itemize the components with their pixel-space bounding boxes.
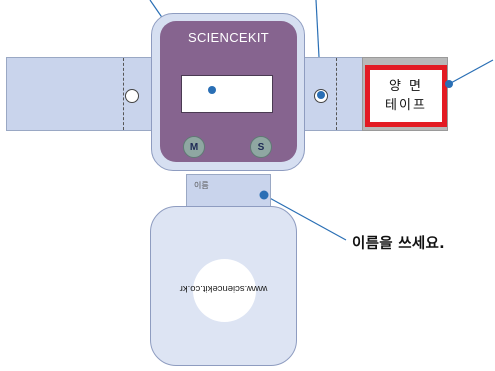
write-name-caption: 이름을 쓰세요. — [352, 236, 445, 252]
fold-line-right — [336, 58, 337, 130]
screen-pointer-dot — [208, 86, 216, 94]
name-tab — [186, 174, 271, 210]
name-tab-label: 이름 — [194, 181, 209, 190]
white-disc — [193, 259, 256, 322]
tape-line-1: 양 면 — [388, 79, 424, 94]
name-pointer-line — [265, 195, 347, 241]
tape-pointer-line — [448, 59, 494, 85]
name-pointer-dot — [259, 190, 269, 200]
tape-pointer-dot — [445, 80, 453, 88]
hole-pointer-dot — [317, 91, 325, 99]
brand-label: SCIENCEKIT — [187, 30, 269, 45]
mode-button: M — [183, 136, 205, 158]
tape-line-2: 테이프 — [385, 98, 427, 113]
watch-display — [181, 75, 273, 113]
fold-line-left — [123, 58, 124, 130]
set-button: S — [250, 136, 272, 158]
strap-hole-left — [125, 89, 139, 103]
double-sided-tape-label: 양 면 테이프 — [365, 65, 447, 127]
